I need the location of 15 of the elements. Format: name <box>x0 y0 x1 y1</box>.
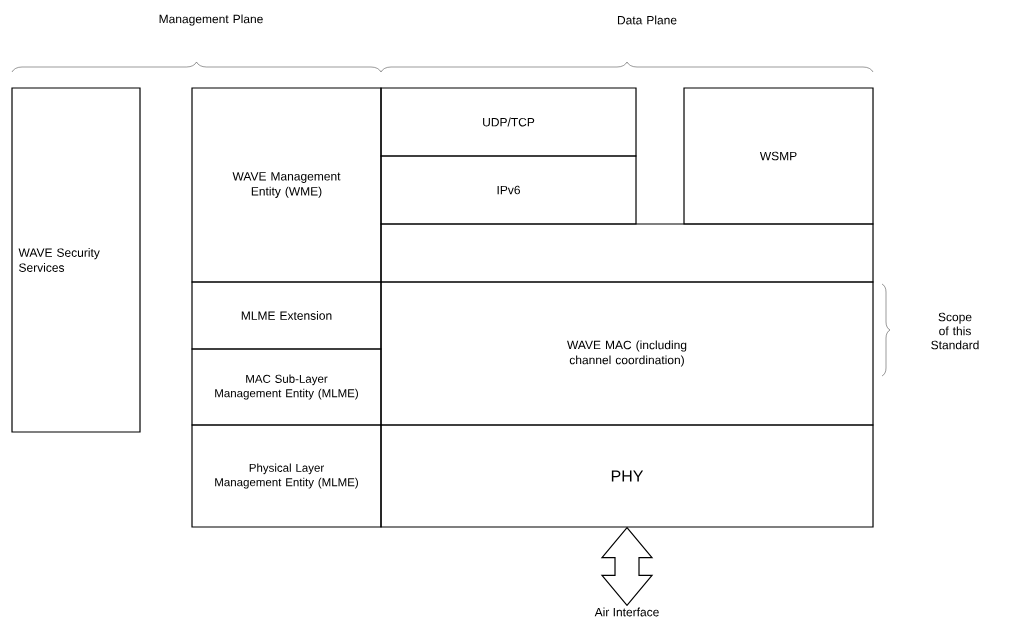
management-box: MLME Extension <box>191 281 382 350</box>
management-box: WAVE Management Entity (WME) <box>191 87 382 283</box>
plane-label: Management Plane <box>159 14 263 26</box>
layer-box: WAVE MAC (including channel coordination) <box>380 281 874 426</box>
protocol-box: UDP/TCP <box>380 87 637 157</box>
protocol-box: WSMP <box>683 87 874 225</box>
management-box: Physical Layer Management Entity (MLME) <box>191 424 382 528</box>
plane-label: Scope of this Standard <box>931 312 979 350</box>
layer-box <box>380 223 874 283</box>
interface-label: Air Interface <box>594 607 659 617</box>
security-box: WAVE Security Services <box>11 87 141 433</box>
protocol-box: IPv6 <box>380 155 637 225</box>
management-box: MAC Sub-Layer Management Entity (MLME) <box>191 348 382 426</box>
layer-box: PHY <box>380 424 874 528</box>
plane-label: Data Plane <box>618 15 677 25</box>
